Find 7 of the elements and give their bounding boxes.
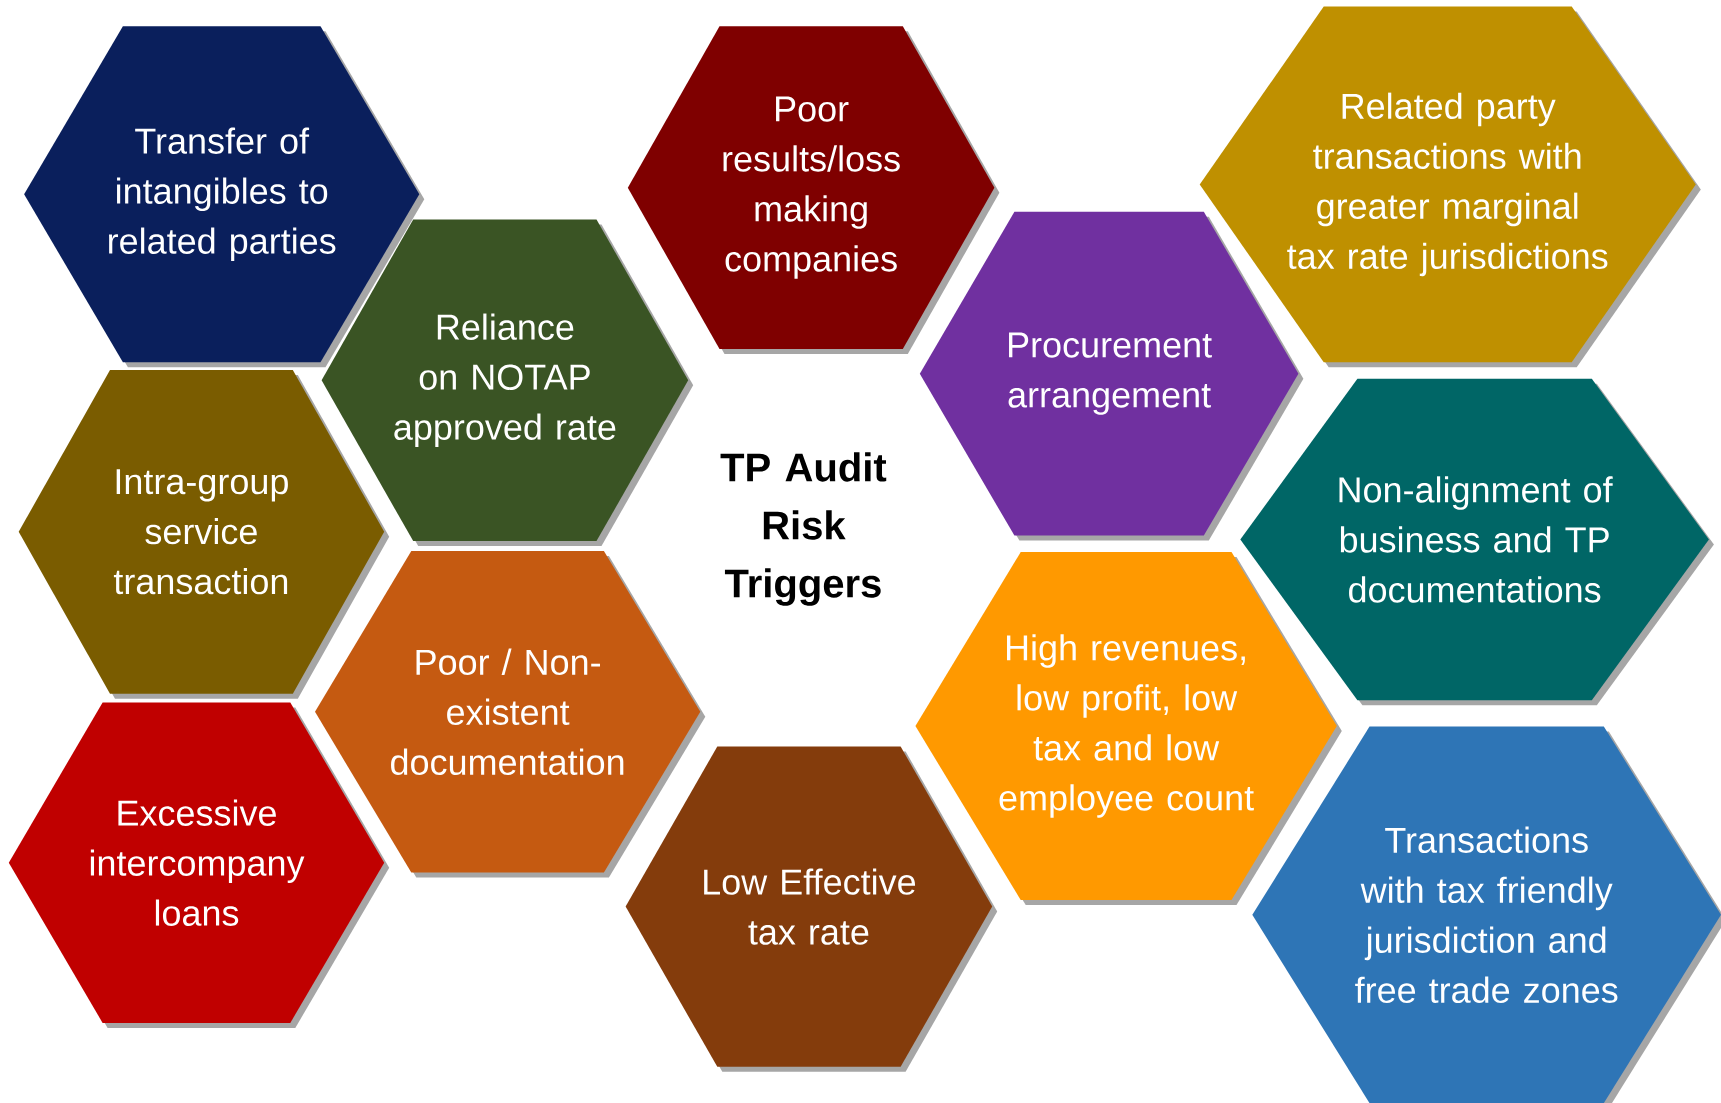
heading: TP Audit Risk Triggers	[720, 452, 887, 606]
hexagon: Transfer of intangibles to related parties	[24, 26, 425, 368]
hexagon: Excessive intercompany loans	[8, 702, 390, 1028]
hexagon: Intra-group service transaction	[18, 369, 390, 699]
hexagon: High revenues, low profit, low tax and low employee count	[915, 552, 1342, 905]
hexagon: Low Effective tax rate	[625, 746, 998, 1072]
hexagon: Poor results/loss making companies	[627, 26, 1000, 354]
